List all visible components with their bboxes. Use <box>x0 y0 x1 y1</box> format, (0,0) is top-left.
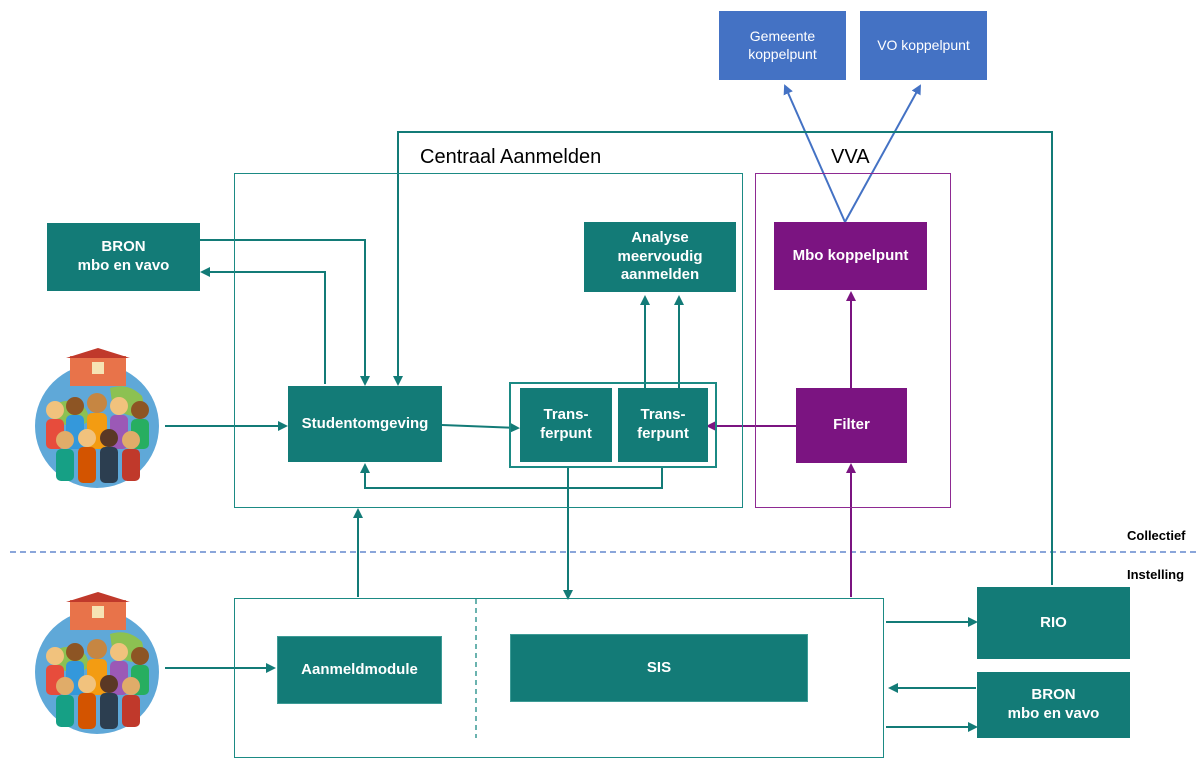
transferpunt-2-box: Trans- ferpunt <box>618 388 708 462</box>
analyse-box: Analyse meervoudig aanmelden <box>584 222 736 292</box>
diagram-connectors <box>10 84 1200 738</box>
vo-koppelpunt-box: VO koppelpunt <box>860 11 987 80</box>
transferpunt-1-box: Trans- ferpunt <box>520 388 612 462</box>
arrow-transferpunt-to-studentomgeving <box>360 463 663 489</box>
bron-top-box: BRON mbo en vavo <box>47 223 200 291</box>
aanmeldmodule-box: Aanmeldmodule <box>277 636 442 704</box>
transferpunt-group <box>509 382 717 468</box>
rio-box: RIO <box>977 587 1130 659</box>
centraal-aanmelden-title: Centraal Aanmelden <box>420 146 602 168</box>
zone-instelling-label: Instelling <box>1127 567 1185 582</box>
studentomgeving-box: Studentomgeving <box>288 386 442 462</box>
centraal-aanmelden-frame <box>234 173 743 508</box>
zone-collectief-label: Collectief <box>1127 528 1186 543</box>
mbo-koppelpunt-box: Mbo koppelpunt <box>774 222 927 290</box>
students-globe-icon <box>35 592 159 734</box>
arrow-studentomgeving-to-transferpunt <box>441 422 520 433</box>
gemeente-koppelpunt-box: Gemeente koppelpunt <box>719 11 846 80</box>
arrow-rio-to-studentomgeving <box>393 131 1053 585</box>
vva-frame <box>755 173 951 508</box>
students-globe-icon <box>35 348 159 488</box>
arrow-studentomgeving-to-bron <box>200 267 326 384</box>
vva-title: VVA <box>831 146 870 168</box>
filter-box: Filter <box>796 388 907 463</box>
bron-bottom-box: BRON mbo en vavo <box>977 672 1130 738</box>
sis-box: SIS <box>510 634 808 702</box>
arrow-mbo-to-vo <box>844 84 921 223</box>
arrow-bron-to-studentomgeving <box>200 239 370 386</box>
arrow-mbo-to-gemeente <box>783 84 846 223</box>
